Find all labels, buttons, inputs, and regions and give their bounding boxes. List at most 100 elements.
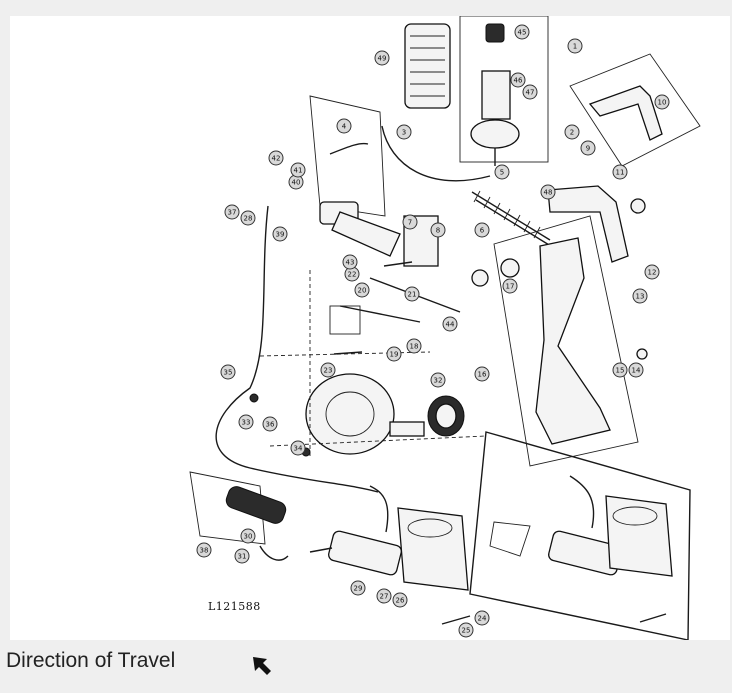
callout-circle-36 [262,416,278,432]
callout-circle-16 [474,366,490,382]
callout-circle-41 [290,162,306,178]
callout-circle-32 [430,372,446,388]
callout-label-17: 17 [506,283,515,291]
callout-label-14: 14 [632,367,641,375]
callout-circle-21 [404,286,420,302]
callout-circle-28 [240,210,256,226]
callout-label-15: 15 [616,367,625,375]
callout-circle-42 [268,150,284,166]
callout-circle-24 [474,610,490,626]
callout-label-36: 36 [266,421,275,429]
callout-circle-38 [196,542,212,558]
callout-circle-18 [406,338,422,354]
callout-label-12: 12 [648,269,657,277]
callout-circle-7 [402,214,418,230]
callout-label-9: 9 [586,145,590,153]
drawing-code: L121588 [208,600,261,613]
callout-circle-14 [628,362,644,378]
callout-label-19: 19 [390,351,399,359]
callout-label-48: 48 [544,189,553,197]
callout-circle-4 [336,118,352,134]
callout-circle-35 [220,364,236,380]
callout-circle-19 [386,346,402,362]
callout-label-40: 40 [292,179,301,187]
callout-label-6: 6 [480,227,485,235]
callout-label-45: 45 [518,29,527,37]
callout-circle-37 [224,204,240,220]
callout-label-28: 28 [244,215,253,223]
callout-circle-11 [612,164,628,180]
callout-label-10: 10 [658,99,667,107]
callout-circle-43 [342,254,358,270]
callout-circle-15 [612,362,628,378]
callout-label-25: 25 [462,627,471,635]
callout-label-49: 49 [378,55,387,63]
callout-label-4: 4 [342,123,347,131]
callout-label-18: 18 [410,343,419,351]
callout-label-43: 43 [346,259,355,267]
callout-label-34: 34 [294,445,303,453]
callout-label-38: 38 [200,547,209,555]
callout-circle-17 [502,278,518,294]
callout-label-35: 35 [224,369,233,377]
callout-circle-44 [442,316,458,332]
arrow-up-left-icon [253,657,271,675]
callout-circle-48 [540,184,556,200]
callout-circle-45 [514,24,530,40]
callout-circle-1 [567,38,583,54]
callout-label-13: 13 [636,293,645,301]
callout-circle-49 [374,50,390,66]
callout-label-21: 21 [408,291,417,299]
callout-circle-25 [458,622,474,638]
callout-circle-13 [632,288,648,304]
callout-circle-47 [522,84,538,100]
callout-label-37: 37 [228,209,237,217]
callout-circle-30 [240,528,256,544]
callout-circle-2 [564,124,580,140]
callout-label-46: 46 [514,77,523,85]
callout-circle-27 [376,588,392,604]
callout-circle-6 [474,222,490,238]
callout-label-1: 1 [573,43,577,51]
callout-label-31: 31 [238,553,247,561]
callout-circle-3 [396,124,412,140]
callout-label-33: 33 [242,419,251,427]
callout-label-20: 20 [358,287,367,295]
direction-of-travel-label: Direction of Travel [6,649,176,672]
callout-label-24: 24 [478,615,487,623]
callout-label-26: 26 [396,597,405,605]
callout-label-3: 3 [402,129,406,137]
callout-circle-12 [644,264,660,280]
callout-label-8: 8 [436,227,440,235]
callout-circle-34 [290,440,306,456]
callout-circle-23 [320,362,336,378]
callout-label-42: 42 [272,155,281,163]
callout-circle-10 [654,94,670,110]
callout-circle-20 [354,282,370,298]
callout-label-30: 30 [244,533,253,541]
callout-label-22: 22 [348,271,357,279]
callout-circle-46 [510,72,526,88]
callout-circle-26 [392,592,408,608]
callout-label-16: 16 [478,371,487,379]
callout-label-2: 2 [570,129,574,137]
callout-label-29: 29 [354,585,363,593]
callout-label-7: 7 [408,219,412,227]
callout-label-23: 23 [324,367,333,375]
callout-circle-9 [580,140,596,156]
callout-label-47: 47 [526,89,535,97]
callout-label-11: 11 [616,169,625,177]
callout-label-41: 41 [294,167,303,175]
callout-circle-33 [238,414,254,430]
callout-label-44: 44 [446,321,455,329]
callout-circle-31 [234,548,250,564]
callout-circle-39 [272,226,288,242]
callout-circle-8 [430,222,446,238]
callout-circle-5 [494,164,510,180]
callout-label-39: 39 [276,231,285,239]
callout-circle-29 [350,580,366,596]
callout-label-32: 32 [434,377,443,385]
